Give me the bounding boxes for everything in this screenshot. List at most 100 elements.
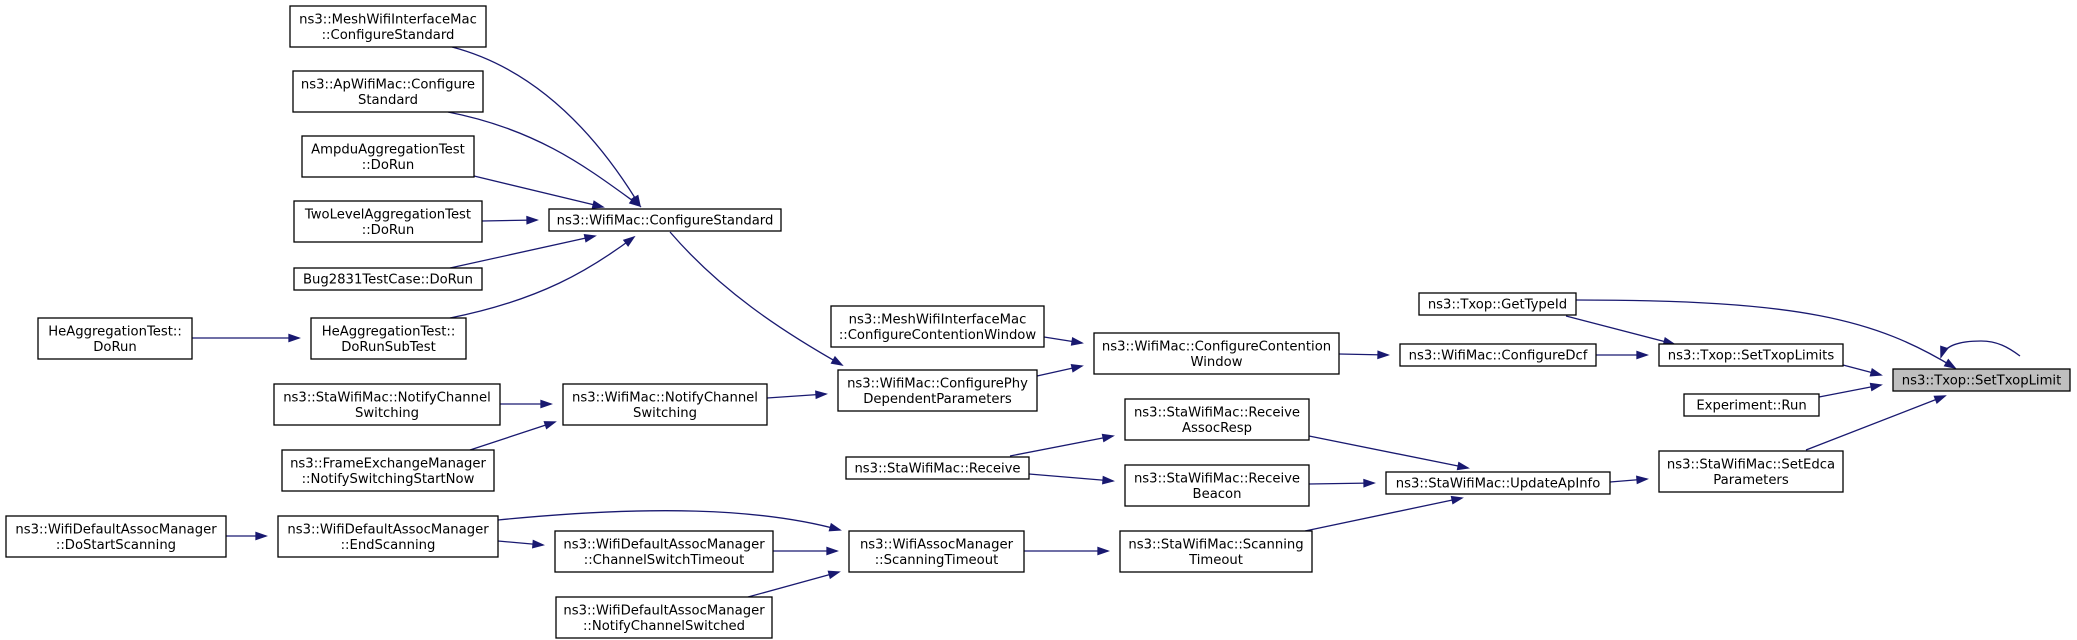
- node-label: ns3::WifiDefaultAssocManager: [563, 537, 765, 552]
- node-label: ns3::WifiMac::NotifyChannel: [572, 390, 758, 405]
- edge-line: [449, 236, 635, 319]
- node-txop-gettypeid[interactable]: ns3::Txop::GetTypeId: [1418, 292, 1577, 316]
- node-sta-receive[interactable]: ns3::StaWifiMac::Receive: [845, 456, 1030, 480]
- node-default-endscanning[interactable]: ns3::WifiDefaultAssocManager::EndScannin…: [277, 515, 499, 558]
- node-label: ::DoStartScanning: [56, 538, 176, 553]
- edge-sta-setedca-to-sta-updateapinfo: [1609, 475, 1649, 485]
- edge-line: [747, 571, 840, 598]
- node-box: [1124, 464, 1310, 507]
- node-he-dorunsubtest[interactable]: HeAggregationTest::DoRunSubTest: [310, 317, 467, 360]
- node-box: [848, 530, 1025, 573]
- node-label: ::NotifyChannelSwitched: [583, 619, 745, 634]
- node-box: [293, 200, 483, 243]
- node-ampdu-dorun[interactable]: AmpduAggregationTest::DoRun: [301, 135, 475, 178]
- node-txop-settxoplimits[interactable]: ns3::Txop::SetTxopLimits: [1658, 343, 1844, 367]
- edge-line: [1304, 497, 1463, 532]
- node-wifimac-configurecontention[interactable]: ns3::WifiMac::ConfigureContentionWindow: [1093, 332, 1340, 375]
- node-he-dorun[interactable]: HeAggregationTest::DoRun: [37, 317, 193, 360]
- node-mesh-configurestandard[interactable]: ns3::MeshWifiInterfaceMac::ConfigureStan…: [289, 5, 487, 48]
- node-label: Window: [1191, 355, 1243, 370]
- node-label: ns3::Txop::GetTypeId: [1428, 298, 1567, 313]
- node-txop-settxoplimit[interactable]: ns3::Txop::SetTxopLimit: [1892, 368, 2071, 392]
- node-label: Beacon: [1193, 487, 1242, 502]
- edge-line: [1565, 315, 1675, 345]
- edge-arrowhead: [1097, 546, 1110, 556]
- edge-assoc-scanningtimeout-to-default-notifychannelswitched: [747, 570, 841, 598]
- node-label: ns3::WifiMac::ConfigurePhy: [847, 376, 1028, 391]
- node-bug2831-dorun[interactable]: Bug2831TestCase::DoRun: [293, 267, 483, 291]
- node-box: [1683, 393, 1820, 417]
- edge-arrowhead: [815, 390, 828, 400]
- node-label: HeAggregationTest::: [322, 324, 456, 339]
- node-label: ::DoRun: [362, 223, 414, 238]
- node-experiment-run[interactable]: Experiment::Run: [1683, 393, 1820, 417]
- node-box: [1385, 471, 1611, 495]
- edge-wifimac-configurestandard-to-twolevel-dorun: [481, 215, 539, 225]
- edge-arrowhead: [1456, 461, 1470, 471]
- edge-sta-updateapinfo-to-sta-receiveassocresp: [1308, 435, 1470, 471]
- edge-txop-settxoplimits-to-txop-gettypeid: [1565, 315, 1676, 346]
- edge-arrowhead: [1933, 395, 1947, 404]
- edge-sta-scanningtimeout-to-assoc-scanningtimeout: [1024, 546, 1110, 556]
- edge-arrowhead: [1869, 368, 1883, 377]
- edge-arrowhead: [1869, 382, 1883, 392]
- edge-arrowhead: [628, 196, 642, 208]
- node-label: Bug2831TestCase::DoRun: [303, 273, 473, 288]
- node-default-channelswitchtimeout[interactable]: ns3::WifiDefaultAssocManager::ChannelSwi…: [554, 530, 774, 573]
- node-ap-configurestandard[interactable]: ns3::ApWifiMac::ConfigureStandard: [292, 70, 484, 113]
- node-label: Timeout: [1188, 553, 1243, 568]
- node-box: [1119, 530, 1313, 573]
- node-wifimac-configurephy[interactable]: ns3::WifiMac::ConfigurePhyDependentParam…: [837, 369, 1038, 412]
- edge-wifimac-configurestandard-to-ap-configurestandard: [447, 111, 642, 208]
- node-mesh-configurecontention[interactable]: ns3::MeshWifiInterfaceMac::ConfigureCont…: [830, 305, 1045, 348]
- node-box: [289, 5, 487, 48]
- edge-default-channelswitchtimeout-to-default-endscanning: [497, 539, 545, 549]
- edge-line: [1028, 473, 1114, 482]
- node-label: ns3::WifiDefaultAssocManager: [15, 522, 217, 537]
- node-assoc-scanningtimeout[interactable]: ns3::WifiAssocManager::ScanningTimeout: [848, 530, 1025, 573]
- node-fem-notifyswitching[interactable]: ns3::FrameExchangeManager::NotifySwitchi…: [281, 449, 495, 492]
- edge-sta-updateapinfo-to-sta-receivebeacon: [1308, 478, 1376, 488]
- edge-arrowhead: [827, 570, 841, 580]
- node-label: ::ChannelSwitchTimeout: [584, 553, 745, 568]
- node-default-notifychannelswitched[interactable]: ns3::WifiDefaultAssocManager::NotifyChan…: [555, 596, 773, 639]
- node-label: ns3::Txop::SetTxopLimit: [1902, 374, 2062, 389]
- node-wifimac-configuredcf[interactable]: ns3::WifiMac::ConfigureDcf: [1399, 343, 1597, 367]
- node-label: Switching: [633, 406, 697, 421]
- node-label: ns3::WifiDefaultAssocManager: [563, 603, 765, 618]
- node-box: [1093, 332, 1340, 375]
- node-sta-updateapinfo[interactable]: ns3::StaWifiMac::UpdateApInfo: [1385, 471, 1611, 495]
- node-label: ns3::StaWifiMac::SetEdca: [1667, 457, 1835, 472]
- node-label: ns3::StaWifiMac::Receive: [1134, 471, 1300, 486]
- node-label: TwoLevelAggregationTest: [304, 207, 471, 222]
- node-label: ::EndScanning: [341, 538, 436, 553]
- edge-line: [469, 421, 556, 451]
- edge-arrowhead: [622, 235, 636, 247]
- node-default-dostartscanning[interactable]: ns3::WifiDefaultAssocManager::DoStartSca…: [5, 515, 227, 558]
- node-box: [562, 383, 768, 426]
- edge-arrowhead: [1940, 345, 1949, 359]
- node-sta-scanningtimeout[interactable]: ns3::StaWifiMac::ScanningTimeout: [1119, 530, 1313, 573]
- edge-arrowhead: [526, 215, 539, 225]
- node-box: [548, 208, 782, 232]
- edge-arrowhead: [1636, 350, 1649, 360]
- node-label: ns3::WifiAssocManager: [860, 537, 1014, 552]
- node-box: [837, 369, 1038, 412]
- node-wifimac-configurestandard[interactable]: ns3::WifiMac::ConfigureStandard: [548, 208, 782, 232]
- edge-arrowhead: [1636, 475, 1649, 485]
- edge-arrowhead: [583, 233, 597, 243]
- node-label: ns3::ApWifiMac::Configure: [301, 77, 475, 92]
- edge-txop-settxoplimit-to-txop-settxoplimit: [1940, 340, 2021, 359]
- node-box: [830, 305, 1045, 348]
- node-twolevel-dorun[interactable]: TwoLevelAggregationTest::DoRun: [293, 200, 483, 243]
- edge-default-endscanning-to-default-dostartscanning: [226, 531, 268, 541]
- edge-arrowhead: [1943, 358, 1957, 370]
- node-box: [293, 267, 483, 291]
- node-label: DependentParameters: [863, 392, 1012, 407]
- node-box: [5, 515, 227, 558]
